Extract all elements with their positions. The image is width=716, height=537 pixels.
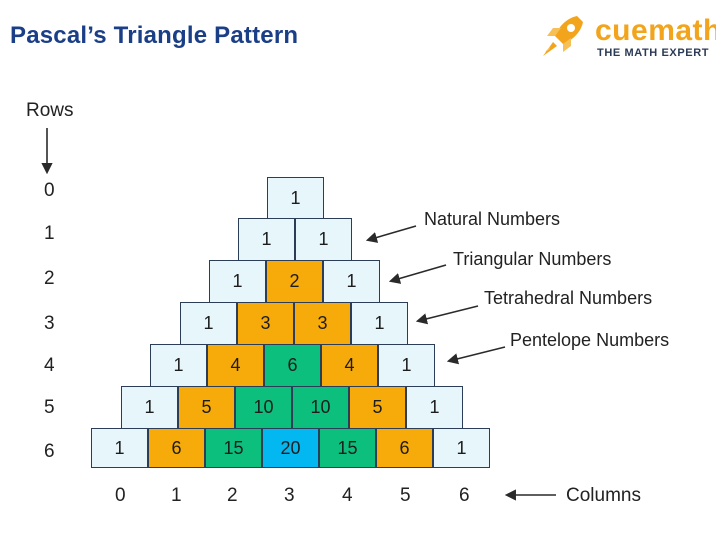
- annotation-arrow: [365, 225, 417, 243]
- annotation-label: Tetrahedral Numbers: [484, 288, 653, 308]
- rows-label: Rows: [26, 100, 74, 121]
- triangle-cell: 4: [321, 344, 378, 387]
- row-number: 1: [44, 223, 55, 244]
- triangle-cell: 1: [378, 344, 435, 387]
- row-number: 4: [44, 355, 55, 376]
- annotation-label: Pentelope Numbers: [510, 330, 670, 350]
- row-number: 6: [44, 441, 55, 462]
- triangle-cell: 3: [294, 302, 351, 345]
- page-title: Pascal’s Triangle Pattern: [10, 22, 299, 49]
- triangle-cell: 20: [262, 428, 319, 468]
- column-number: 4: [342, 485, 353, 506]
- annotation-arrow: [415, 305, 479, 325]
- row-number: 5: [44, 397, 55, 418]
- annotation-label: Triangular Numbers: [453, 249, 612, 269]
- column-number: 6: [459, 485, 470, 506]
- triangle-cell: 5: [178, 386, 235, 429]
- triangle-cell: 1: [91, 428, 148, 468]
- triangle-cell: 1: [180, 302, 237, 345]
- triangle-cell: 3: [237, 302, 294, 345]
- logo-brand: cuemath: [595, 14, 716, 47]
- column-number: 0: [115, 485, 126, 506]
- annotation-label: Natural Numbers: [424, 209, 561, 229]
- triangle-cell: 15: [319, 428, 376, 468]
- triangle-cell: 1: [406, 386, 463, 429]
- rocket-icon: [543, 16, 583, 56]
- triangle-cell: 1: [295, 218, 352, 261]
- annotation-arrow: [446, 346, 506, 365]
- column-number: 5: [400, 485, 411, 506]
- triangle-cell: 1: [150, 344, 207, 387]
- row-number: 3: [44, 313, 55, 334]
- triangle-cell: 6: [376, 428, 433, 468]
- row-number: 0: [44, 180, 55, 201]
- triangle-cell: 10: [292, 386, 349, 429]
- triangle-cell: 4: [207, 344, 264, 387]
- triangle-cell: 10: [235, 386, 292, 429]
- cuemath-logo: cuemath THE MATH EXPERT: [533, 10, 716, 62]
- triangle-cell: 5: [349, 386, 406, 429]
- triangle-cell: 1: [238, 218, 295, 261]
- column-number: 1: [171, 485, 182, 506]
- triangle-cell: 15: [205, 428, 262, 468]
- column-number: 3: [284, 485, 295, 506]
- columns-label: Columns: [566, 485, 641, 506]
- annotation-arrow: [388, 264, 447, 284]
- logo-tagline: THE MATH EXPERT: [597, 47, 710, 59]
- triangle-cell: 6: [264, 344, 321, 387]
- triangle-cell: 1: [433, 428, 490, 468]
- row-number: 2: [44, 268, 55, 289]
- triangle-cell: 6: [148, 428, 205, 468]
- column-number: 2: [227, 485, 238, 506]
- triangle-cell: 1: [209, 260, 266, 303]
